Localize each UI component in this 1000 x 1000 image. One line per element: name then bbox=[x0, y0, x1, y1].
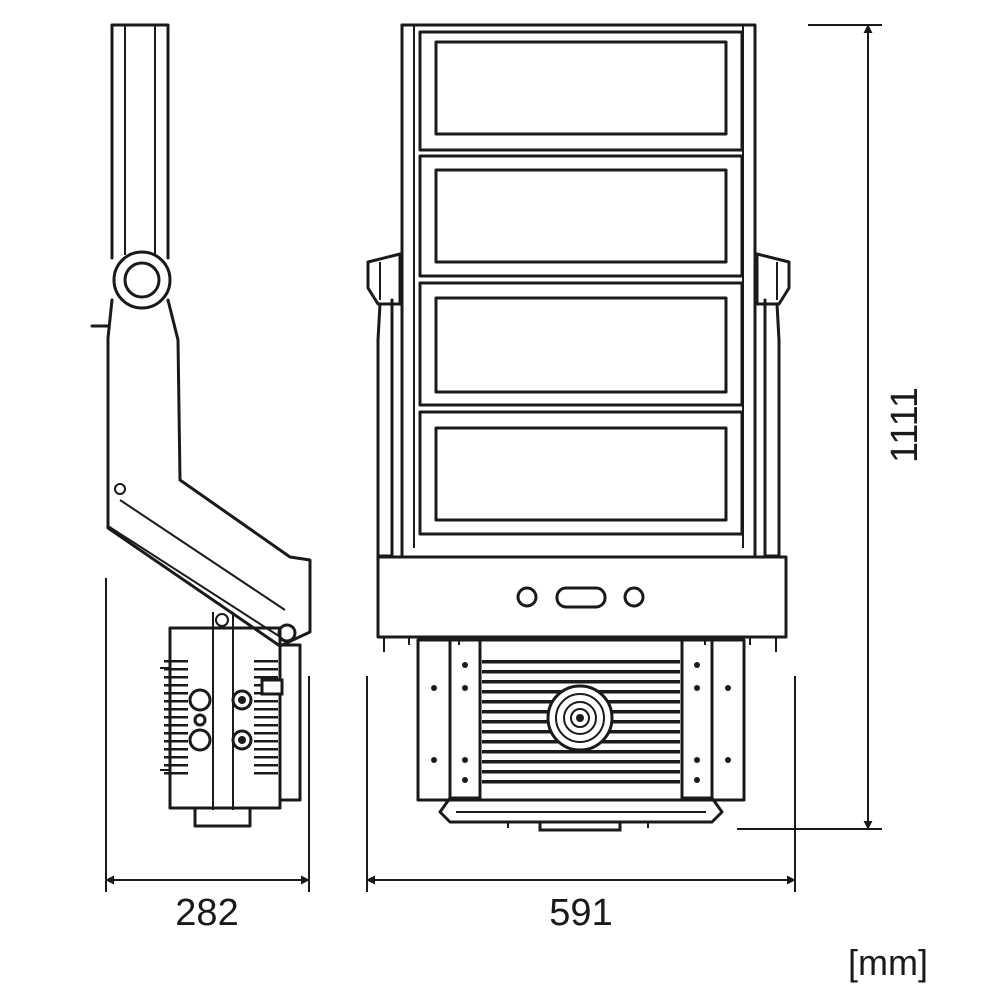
front-center-gland bbox=[546, 684, 614, 752]
dimension-height: 1111 bbox=[737, 24, 926, 830]
dimension-front-width: 591 bbox=[366, 676, 796, 934]
front-side-clamp-left bbox=[366, 252, 402, 558]
front-bottom-handle bbox=[438, 796, 724, 832]
front-lower-body bbox=[376, 555, 788, 652]
front-driver-heatsink bbox=[416, 638, 746, 802]
front-led-panels bbox=[418, 30, 744, 536]
side-driver-box bbox=[160, 612, 302, 828]
front-side-clamp-right bbox=[755, 252, 791, 558]
side-view bbox=[90, 23, 312, 828]
side-bracket bbox=[90, 298, 312, 648]
dimension-front-width-label: 591 bbox=[549, 892, 612, 934]
front-view bbox=[366, 23, 791, 832]
dimension-height-label: 1111 bbox=[884, 387, 926, 463]
dimension-side-width-label: 282 bbox=[175, 892, 238, 934]
side-cooling-fins-right bbox=[254, 660, 278, 775]
unit-label: [mm] bbox=[848, 942, 928, 983]
side-pivot-joint bbox=[112, 250, 172, 310]
side-arm bbox=[110, 23, 170, 260]
side-cooling-fins-left bbox=[164, 660, 188, 775]
dimension-side-width: 282 bbox=[105, 578, 310, 934]
side-cable-glands bbox=[188, 613, 284, 752]
front-housing bbox=[376, 23, 781, 558]
